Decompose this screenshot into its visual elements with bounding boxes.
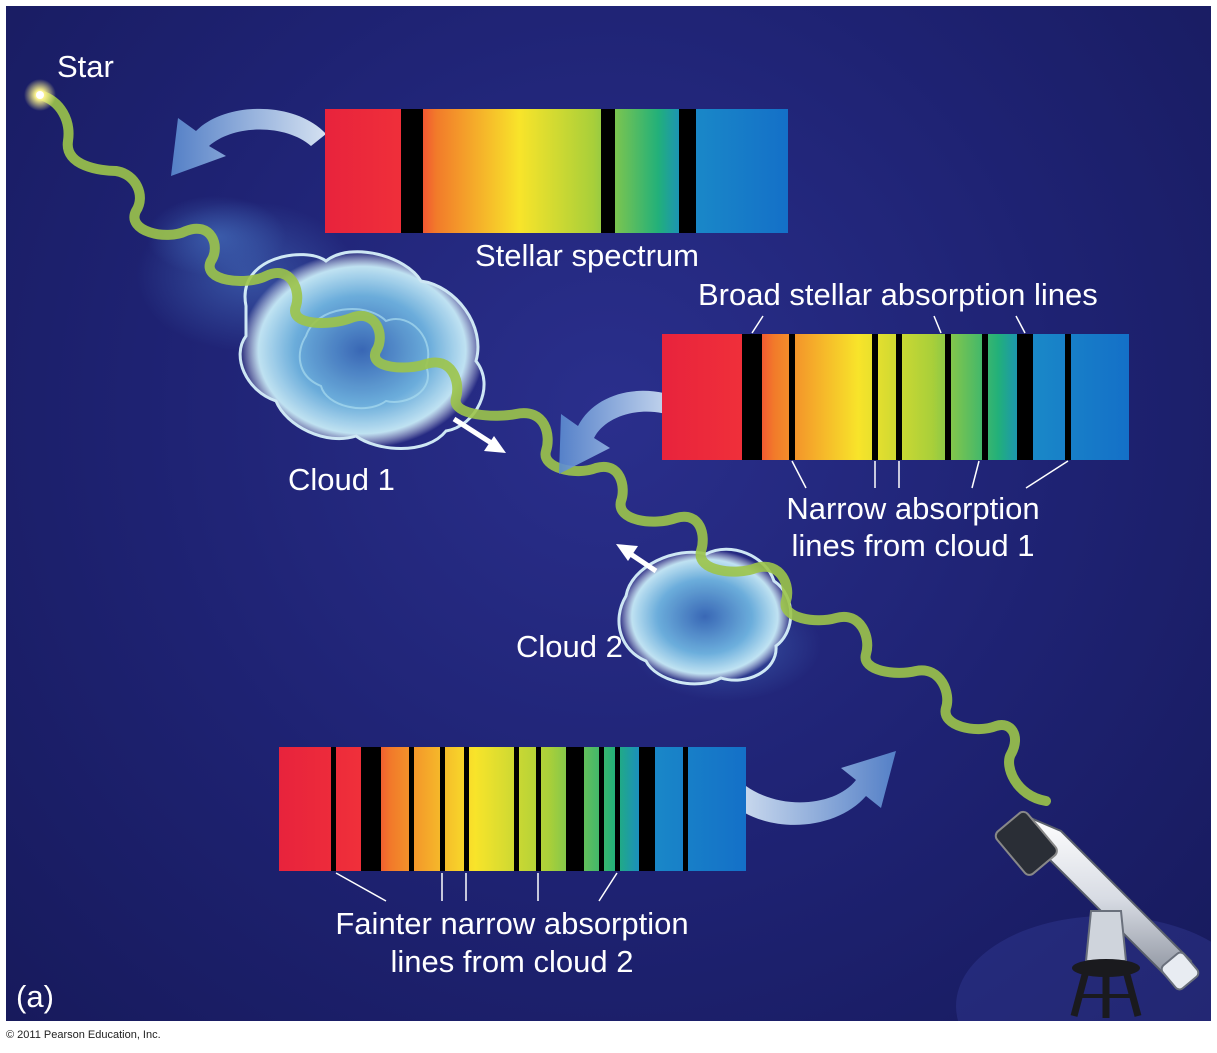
panel-label: (a) [16,979,54,1014]
fainter-lines-label-1: Fainter narrow absorption [335,906,689,941]
stellar-spectrum-label: Stellar spectrum [475,238,699,273]
broad-line-pointers [751,315,1026,334]
fainter-lines-label-2: lines from cloud 2 [390,944,634,979]
diagram-panel: Star Stellar spectrum Broad stellar abso… [6,6,1211,1021]
curved-arrow-icon [171,108,326,176]
telescope-icon [956,810,1211,1021]
light-path [35,90,1051,806]
diagram-canvas [24,79,1211,1021]
cloud1-spectrum-bar [662,334,1129,460]
cloud2-label: Cloud 2 [516,629,623,664]
narrow-lines-label-1: Narrow absorption [786,491,1040,526]
direction-arrow-2 [616,544,658,574]
cloud1-label: Cloud 1 [288,462,395,497]
narrow-line-pointers-2 [335,872,618,902]
cloud-2 [617,547,821,701]
stellar-spectrum-bar [325,109,788,233]
curved-arrow-icon [728,751,896,825]
copyright-notice: © 2011 Pearson Education, Inc. [6,1029,161,1041]
star-icon [24,79,56,111]
star-label: Star [57,49,114,84]
narrow-lines-label-2: lines from cloud 1 [791,528,1035,563]
curved-arrow-icon [559,390,686,474]
direction-arrow-1 [452,416,506,453]
cloud2-spectrum-bar [279,747,746,871]
narrow-line-pointers-1 [791,460,1069,489]
broad-lines-label: Broad stellar absorption lines [698,277,1098,312]
